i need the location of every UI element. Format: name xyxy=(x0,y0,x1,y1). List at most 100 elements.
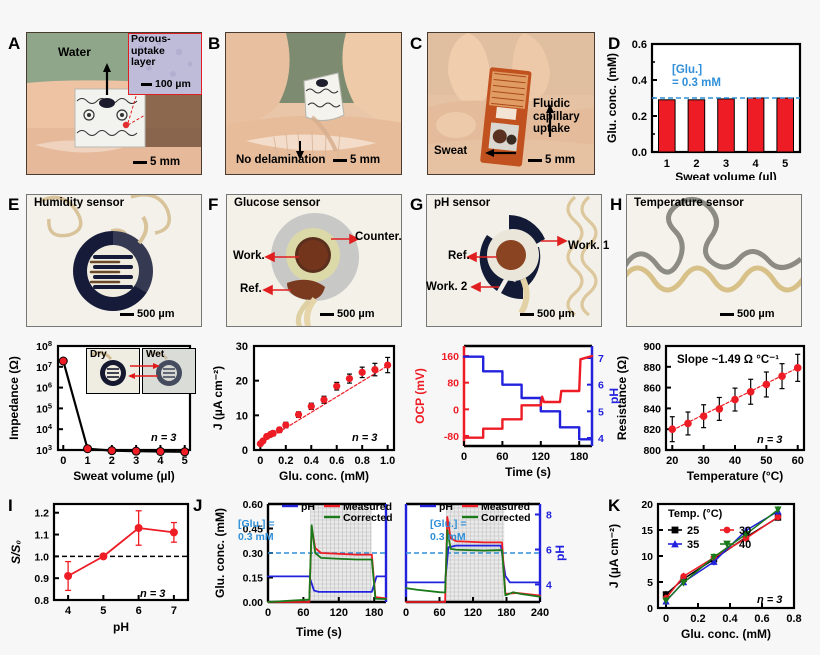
scalebar-line xyxy=(133,160,147,164)
svg-text:8: 8 xyxy=(546,510,552,522)
svg-text:2: 2 xyxy=(693,158,699,170)
panel-c-sweat-label: Sweat xyxy=(434,145,468,157)
svg-text:7: 7 xyxy=(171,605,177,617)
panel-label-b: B xyxy=(208,34,221,53)
svg-text:107: 107 xyxy=(36,360,52,374)
scalebar-text: 500 µm xyxy=(137,308,175,320)
panel-g-ref-label: Ref. xyxy=(448,250,470,262)
svg-text:60: 60 xyxy=(297,607,309,619)
svg-text:0.8: 0.8 xyxy=(355,455,370,467)
svg-text:0: 0 xyxy=(242,445,248,457)
svg-text:80: 80 xyxy=(447,378,459,390)
svg-text:0.45: 0.45 xyxy=(243,524,264,536)
svg-text:30: 30 xyxy=(698,455,710,467)
svg-text:5: 5 xyxy=(647,577,653,589)
svg-text:15: 15 xyxy=(641,525,653,537)
svg-text:240: 240 xyxy=(531,607,549,619)
svg-text:4: 4 xyxy=(157,455,164,467)
svg-text:Glu. conc. (mM): Glu. conc. (mM) xyxy=(605,53,619,143)
scalebar-text: 5 mm xyxy=(150,156,181,168)
panel-h-photo-caption: Temperature sensor xyxy=(634,197,744,209)
svg-text:104: 104 xyxy=(36,422,53,436)
panel-e-inset-dry-label: Dry xyxy=(90,349,107,360)
panel-f-counter-label: Counter. xyxy=(355,231,402,243)
panel-j-xlabel: Time (s) xyxy=(296,625,342,639)
svg-text:5: 5 xyxy=(182,455,188,467)
svg-text:Temp. (°C): Temp. (°C) xyxy=(668,508,723,520)
svg-text:Glu. conc. (mM): Glu. conc. (mM) xyxy=(279,469,369,483)
svg-text:60: 60 xyxy=(496,451,508,463)
scalebar-line xyxy=(320,312,334,316)
svg-text:840: 840 xyxy=(643,403,661,415)
svg-text:5: 5 xyxy=(782,158,788,170)
svg-text:Sweat volume (µl): Sweat volume (µl) xyxy=(675,170,777,180)
svg-text:Sweat volume (µl): Sweat volume (µl) xyxy=(73,469,175,483)
panel-e-inset-wet-label: Wet xyxy=(146,349,165,360)
svg-text:Measured: Measured xyxy=(481,501,530,513)
svg-text:1.0: 1.0 xyxy=(380,455,395,467)
svg-text:180: 180 xyxy=(497,607,515,619)
panel-label-g: G xyxy=(410,195,424,214)
svg-text:35: 35 xyxy=(687,539,699,551)
panel-e-scalebar: 500 µm xyxy=(120,308,175,320)
svg-text:Corrected: Corrected xyxy=(481,512,531,524)
svg-text:0.15: 0.15 xyxy=(243,573,264,585)
panel-c-scalebar: 5 mm xyxy=(528,154,575,166)
svg-text:Time (s): Time (s) xyxy=(505,465,551,479)
panel-label-h: H xyxy=(610,195,623,214)
panel-h-photo xyxy=(626,194,802,327)
scalebar-text: 5 mm xyxy=(545,154,576,166)
svg-text:120: 120 xyxy=(464,607,482,619)
scalebar-line xyxy=(120,312,134,316)
svg-text:Measured: Measured xyxy=(343,501,392,513)
scalebar-text: 5 mm xyxy=(350,154,381,166)
panel-a-photo xyxy=(26,32,202,175)
panel-c-fluidic-label: Fluidic capillary uptake xyxy=(533,98,580,135)
svg-text:0.8: 0.8 xyxy=(786,613,801,625)
panel-g-scalebar: 500 µm xyxy=(520,308,575,320)
svg-text:3: 3 xyxy=(723,158,729,170)
panel-f-ref-label: Ref. xyxy=(240,283,262,295)
svg-text:Glu. conc. (mM): Glu. conc. (mM) xyxy=(681,627,771,641)
panel-d-annotation: [Glu.] = 0.3 mM xyxy=(672,64,721,89)
svg-text:pH: pH xyxy=(553,545,567,561)
svg-text:40: 40 xyxy=(729,455,741,467)
svg-text:880: 880 xyxy=(643,362,661,374)
svg-text:860: 860 xyxy=(643,383,661,395)
svg-text:0.4: 0.4 xyxy=(304,455,320,467)
scalebar-line xyxy=(528,158,542,162)
svg-text:S/S₀: S/S₀ xyxy=(9,540,23,564)
svg-text:60: 60 xyxy=(792,455,804,467)
svg-text:pH: pH xyxy=(607,388,620,404)
svg-text:800: 800 xyxy=(643,445,661,457)
panel-b-photo xyxy=(225,32,402,175)
panel-a-inset-label: Porous- uptake layer xyxy=(131,33,171,68)
panel-b-scalebar: 5 mm xyxy=(333,154,380,166)
svg-text:0.6: 0.6 xyxy=(754,613,769,625)
svg-text:20: 20 xyxy=(666,455,678,467)
panel-label-i: I xyxy=(8,496,13,515)
scalebar-text: 500 µm xyxy=(737,308,775,320)
svg-text:Temperature (°C): Temperature (°C) xyxy=(687,469,784,483)
svg-text:105: 105 xyxy=(36,401,52,415)
panel-g-work1-label: Work. 1 xyxy=(568,240,610,252)
svg-text:OCP (mV): OCP (mV) xyxy=(413,368,427,424)
svg-text:0: 0 xyxy=(461,451,467,463)
svg-text:0: 0 xyxy=(647,603,653,615)
scalebar-line xyxy=(141,82,152,86)
svg-text:0.00: 0.00 xyxy=(243,597,264,609)
svg-text:10: 10 xyxy=(236,410,248,422)
panel-f-n-label: n = 3 xyxy=(352,432,378,444)
svg-text:2: 2 xyxy=(109,455,115,467)
svg-text:pH: pH xyxy=(113,620,129,634)
svg-text:-80: -80 xyxy=(444,431,459,443)
svg-text:120: 120 xyxy=(532,451,550,463)
panel-e-inset-dry xyxy=(86,348,140,394)
svg-text:1.2: 1.2 xyxy=(34,508,49,520)
svg-text:0.30: 0.30 xyxy=(243,548,264,560)
